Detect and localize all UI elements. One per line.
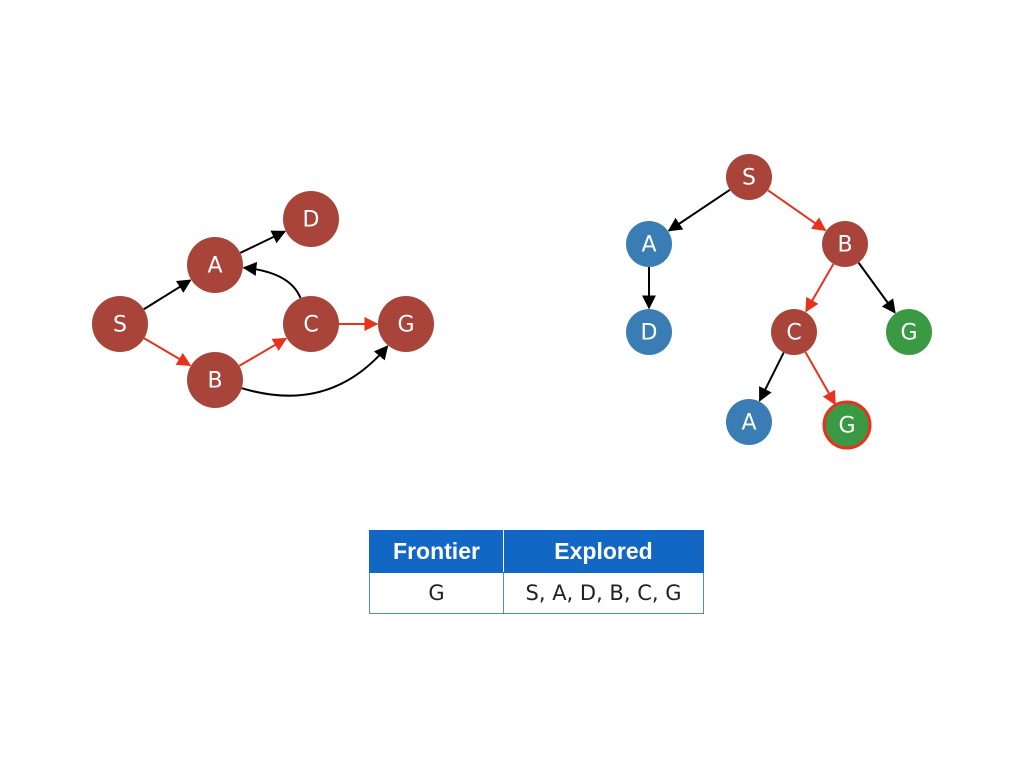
tree-node-circle	[726, 399, 772, 445]
frontier-cell: G	[369, 572, 504, 614]
explored-cell: S, A, D, B, C, G	[503, 572, 704, 614]
graph-node-label: S	[113, 313, 127, 338]
tree-node-circle	[886, 309, 932, 355]
tree-edge-s-b	[767, 189, 827, 232]
graph-edge-s-a	[143, 279, 192, 311]
graph-node-circle	[283, 191, 339, 247]
tree-node-label: G	[838, 414, 855, 439]
graph-node-g: G	[378, 296, 434, 352]
frontier-explored-table: Frontier Explored G S, A, D, B, C, G	[369, 530, 704, 614]
graph-node-a: A	[187, 237, 243, 293]
graph-edge-c-a	[242, 261, 302, 299]
graph-edge-b-g	[241, 345, 389, 397]
tree-edge-c-g2	[804, 351, 836, 406]
graph-edge-b-c	[238, 337, 288, 367]
tree-node-c: C	[771, 309, 817, 355]
tree-node-label: B	[837, 233, 852, 258]
graph-node-label: G	[397, 313, 414, 338]
graph-edge-a-d	[239, 230, 287, 254]
table-row: G S, A, D, B, C, G	[369, 572, 704, 614]
graph-node-s: S	[92, 296, 148, 352]
tree-edge-c-a2	[758, 352, 785, 402]
graph-edge-s-b	[143, 337, 192, 367]
graph-node-label: D	[303, 208, 320, 233]
tree-node-s: S	[726, 154, 772, 200]
tree-node-circle	[626, 309, 672, 355]
graph-node-circle	[187, 352, 243, 408]
tree-node-circle	[626, 221, 672, 267]
graph-node-d: D	[283, 191, 339, 247]
graph-node-label: A	[207, 254, 222, 279]
tree-node-d: D	[626, 309, 672, 355]
tree-node-label: S	[742, 166, 756, 191]
graph-node-circle	[92, 296, 148, 352]
tree-node-circle	[771, 309, 817, 355]
tree-node-circle	[822, 400, 872, 450]
tree-node-label: G	[900, 321, 917, 346]
tree-node-label: A	[741, 411, 756, 436]
table-header-row: Frontier Explored	[369, 530, 704, 573]
explored-header: Explored	[503, 530, 704, 573]
tree-edge-b-c	[805, 263, 835, 313]
tree-node-a: A	[626, 221, 672, 267]
tree-node-label: A	[641, 233, 656, 258]
tree-node-g: G	[886, 309, 932, 355]
tree-node-label: C	[786, 321, 801, 346]
graph-node-b: B	[187, 352, 243, 408]
tree-node-label: D	[641, 321, 658, 346]
tree-node-g: G	[822, 400, 872, 450]
graph-node-c: C	[283, 296, 339, 352]
graph-node-circle	[378, 296, 434, 352]
graph-node-circle	[187, 237, 243, 293]
frontier-header: Frontier	[369, 530, 504, 573]
tree-node-circle	[822, 221, 868, 267]
search-state-table: Frontier Explored G S, A, D, B, C, G	[369, 530, 704, 614]
tree-edge-b-g1	[857, 262, 896, 314]
tree-node-circle	[726, 154, 772, 200]
tree-node-a: A	[726, 399, 772, 445]
tree-edge-s-a1	[667, 188, 731, 232]
graph-node-circle	[283, 296, 339, 352]
graph-node-label: C	[303, 313, 318, 338]
tree-node-b: B	[822, 221, 868, 267]
graph-node-label: B	[207, 369, 222, 394]
